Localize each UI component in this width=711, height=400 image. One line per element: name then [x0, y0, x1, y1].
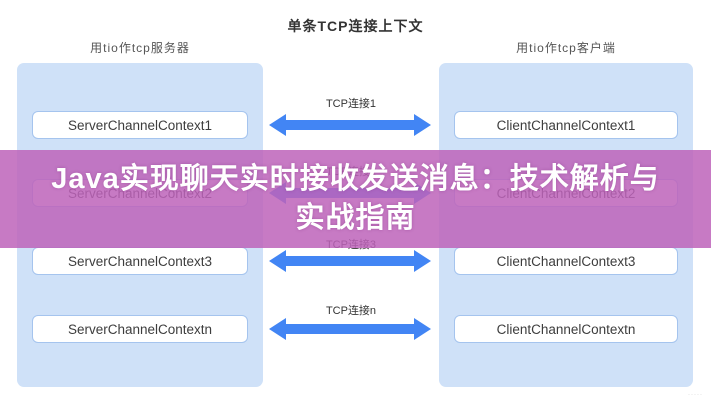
- arrow-left-head-icon: [269, 114, 286, 136]
- server-panel-header: 用tio作tcp服务器: [90, 41, 190, 55]
- headline-banner: Java实现聊天实时接收发送消息：技术解析与 实战指南: [0, 150, 711, 248]
- double-arrow-icon: [269, 318, 431, 340]
- tcp-connection-label-n: TCP连接n: [325, 305, 377, 317]
- double-arrow-icon: [269, 114, 431, 136]
- tcp-connection-label-1: TCP连接1: [325, 98, 377, 110]
- server-node-3: ServerChannelContext3: [32, 247, 248, 275]
- client-node-n: ClientChannelContextn: [454, 315, 678, 343]
- server-node-1: ServerChannelContext1: [32, 111, 248, 139]
- arrow-right-head-icon: [414, 114, 431, 136]
- arrow-right-head-icon: [414, 318, 431, 340]
- watermark: ·····: [688, 392, 703, 398]
- arrow-body: [286, 256, 414, 266]
- headline-line-2: 实战指南: [295, 202, 416, 234]
- client-node-1: ClientChannelContext1: [454, 111, 678, 139]
- client-node-3: ClientChannelContext3: [454, 247, 678, 275]
- arrow-right-head-icon: [414, 250, 431, 272]
- server-node-n: ServerChannelContextn: [32, 315, 248, 343]
- page-title: 单条TCP连接上下文: [287, 18, 424, 34]
- arrow-body: [286, 120, 414, 130]
- double-arrow-icon: [269, 250, 431, 272]
- arrow-body: [286, 324, 414, 334]
- client-panel-header: 用tio作tcp客户端: [516, 41, 616, 55]
- arrow-left-head-icon: [269, 318, 286, 340]
- headline-line-1: Java实现聊天实时接收发送消息：技术解析与: [51, 162, 660, 195]
- arrow-left-head-icon: [269, 250, 286, 272]
